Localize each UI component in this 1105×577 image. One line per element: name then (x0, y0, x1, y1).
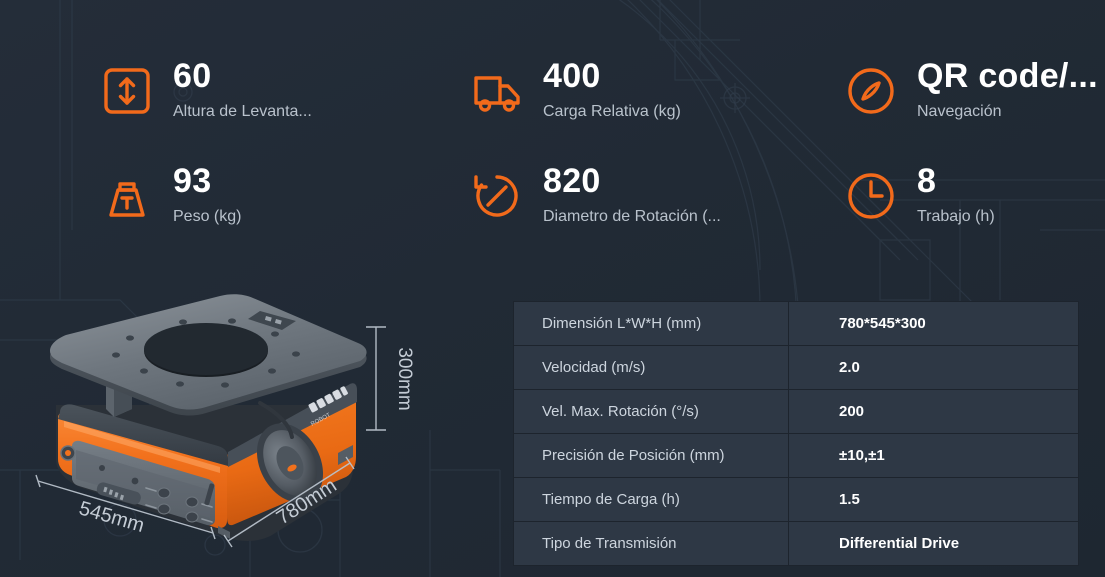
spec-label: Peso (kg) (173, 208, 242, 225)
table-row: Tiempo de Carga (h) 1.5 (513, 477, 1079, 522)
spec-value: 820 (543, 162, 601, 200)
spec-item-rotation-diameter: 820 Diametro de Rotación (... (0, 161, 750, 261)
spec-label: Carga Relativa (kg) (543, 103, 681, 120)
spec-item-weight: 93 Peso (kg) (0, 161, 375, 261)
spec-value: 60 (173, 57, 212, 95)
table-row: Dimensión L*W*H (mm) 780*545*300 (513, 301, 1079, 346)
spec-label: Navegación (917, 103, 1002, 120)
spec-item-lift-height: 60 Altura de Levanta... (0, 56, 375, 161)
spec-value: 8 (917, 162, 937, 200)
table-cell-key: Dimensión L*W*H (mm) (513, 301, 789, 346)
table-cell-value: 200 (788, 389, 1079, 434)
spec-value: QR code/... (917, 57, 1098, 95)
table-cell-value: ±10,±1 (788, 433, 1079, 478)
table-cell-key: Tipo de Transmisión (513, 521, 789, 566)
dimension-height-label: 300mm (394, 347, 415, 410)
table-cell-key: Tiempo de Carga (h) (513, 477, 789, 522)
spec-label: Trabajo (h) (917, 208, 995, 225)
robot-product-illustration: ROBOT 300mm 545mm 7 (20, 285, 500, 577)
table-cell-value: 1.5 (788, 477, 1079, 522)
compass-icon (846, 66, 896, 116)
table-cell-key: Precisión de Posición (mm) (513, 433, 789, 478)
table-row: Vel. Max. Rotación (°/s) 200 (513, 389, 1079, 434)
table-cell-value: 780*545*300 (788, 301, 1079, 346)
rotation-icon (472, 171, 522, 221)
table-row: Precisión de Posición (mm) ±10,±1 (513, 433, 1079, 478)
specifications-table: Dimensión L*W*H (mm) 780*545*300 Velocid… (513, 301, 1079, 566)
clock-icon (846, 171, 896, 221)
table-cell-value: 2.0 (788, 345, 1079, 390)
spec-item-working-time: 8 Trabajo (h) (0, 161, 1105, 261)
spec-item-payload: 400 Carga Relativa (kg) (0, 56, 750, 161)
spec-label: Diametro de Rotación (... (543, 208, 721, 225)
table-row: Tipo de Transmisión Differential Drive (513, 521, 1079, 566)
spec-item-navigation: QR code/... Navegación (0, 56, 1105, 161)
table-cell-key: Velocidad (m/s) (513, 345, 789, 390)
weight-icon (102, 171, 152, 221)
table-cell-key: Vel. Max. Rotación (°/s) (513, 389, 789, 434)
height-arrows-icon (102, 66, 152, 116)
spec-value: 400 (543, 57, 601, 95)
spec-value: 93 (173, 162, 212, 200)
table-row: Velocidad (m/s) 2.0 (513, 345, 1079, 390)
spec-highlights-grid: 60 Altura de Levanta... 400 Carga Relati… (0, 56, 1105, 271)
table-cell-value: Differential Drive (788, 521, 1079, 566)
spec-label: Altura de Levanta... (173, 103, 312, 120)
truck-icon (472, 66, 522, 116)
